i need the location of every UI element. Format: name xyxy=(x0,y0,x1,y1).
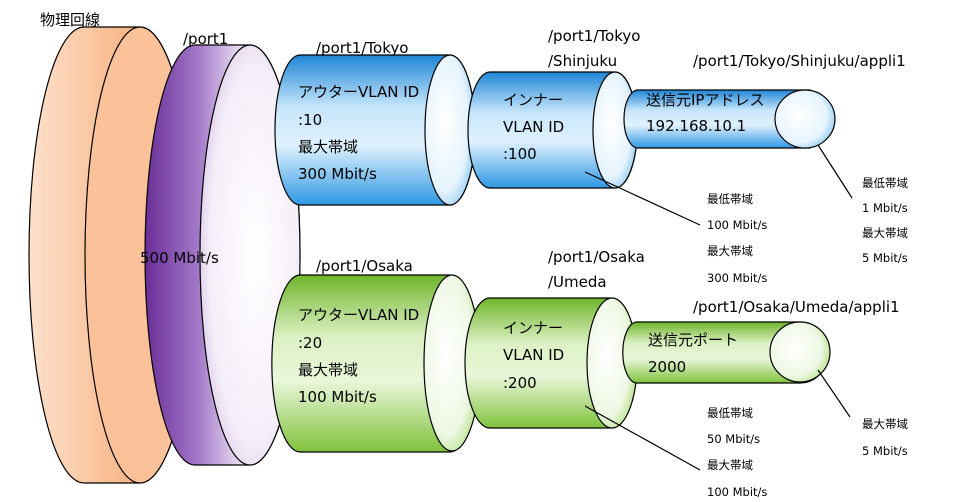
osaka-max-label: 最大帯域 xyxy=(298,361,358,379)
tokyo-outer-cylinder xyxy=(274,54,476,206)
tokyo-outer-vlan-value: :10 xyxy=(298,111,322,129)
osaka-appli-cylinder xyxy=(622,321,831,384)
umeda-note-max-value: 100 Mbit/s xyxy=(707,485,767,499)
osaka-appli-criterion: 送信元ポート xyxy=(648,331,738,349)
osaka-appli-note-max-label: 最大帯域 xyxy=(862,417,908,431)
umeda-inner-vlan-value: :200 xyxy=(503,374,537,392)
tokyo-appli-path: /port1/Tokyo/Shinjuku/appli1 xyxy=(693,52,906,70)
tokyo-max-value: 300 Mbit/s xyxy=(298,165,377,183)
shinjuku-path-line2: /Shinjuku xyxy=(548,52,617,70)
umeda-leader-line xyxy=(584,405,701,471)
physical-line-label: 物理回線 xyxy=(40,11,100,29)
umeda-note-min-label: 最低帯域 xyxy=(707,406,753,420)
osaka-appli-value: 2000 xyxy=(648,358,686,376)
umeda-inner-label: インナー xyxy=(503,319,563,337)
osaka-appli-leader-line xyxy=(817,369,851,418)
shinjuku-inner-vlan-value: :100 xyxy=(503,145,537,163)
osaka-outer-cylinder xyxy=(271,274,481,453)
tokyo-appli-note-min-label: 最低帯域 xyxy=(862,176,908,190)
osaka-outer-vlan-label: アウターVLAN ID xyxy=(298,306,419,324)
osaka-max-value: 100 Mbit/s xyxy=(298,388,377,406)
tokyo-path-label: /port1/Tokyo xyxy=(316,39,408,57)
shinjuku-inner-vlan-label: VLAN ID xyxy=(503,118,564,136)
tokyo-appli-note-min-value: 1 Mbit/s xyxy=(862,201,908,215)
osaka-appli-note-max-value: 5 Mbit/s xyxy=(862,444,908,458)
umeda-note-min-value: 50 Mbit/s xyxy=(707,432,760,446)
port1-path-label: /port1 xyxy=(183,30,228,48)
shinjuku-note-min-value: 100 Mbit/s xyxy=(707,218,767,232)
osaka-path-label: /port1/Osaka xyxy=(316,257,413,275)
tokyo-appli-note-max-value: 5 Mbit/s xyxy=(862,251,908,265)
tokyo-appli-note-max-label: 最大帯域 xyxy=(862,226,908,240)
tokyo-max-label: 最大帯域 xyxy=(298,138,358,156)
osaka-appli-path: /port1/Osaka/Umeda/appli1 xyxy=(693,298,900,316)
leader-lines xyxy=(584,144,853,471)
umeda-path-line2: /Umeda xyxy=(548,273,607,291)
tokyo-appli-cylinder xyxy=(623,89,836,149)
shinjuku-note-max-value: 300 Mbit/s xyxy=(707,271,767,285)
umeda-inner-vlan-label: VLAN ID xyxy=(503,346,564,364)
osaka-outer-vlan-value: :20 xyxy=(298,334,322,352)
shinjuku-note-min-label: 最低帯域 xyxy=(707,192,753,206)
port1-bandwidth: 500 Mbit/s xyxy=(140,249,219,267)
tokyo-appli-leader-line xyxy=(817,144,853,199)
tokyo-outer-vlan-label: アウターVLAN ID xyxy=(298,83,419,101)
umeda-note-max-label: 最大帯域 xyxy=(707,458,753,472)
tokyo-appli-value: 192.168.10.1 xyxy=(646,117,746,135)
umeda-path-line1: /port1/Osaka xyxy=(548,248,645,266)
shinjuku-leader-line xyxy=(584,171,701,226)
shinjuku-inner-label: インナー xyxy=(503,91,563,109)
shinjuku-note-max-label: 最大帯域 xyxy=(707,244,753,258)
tokyo-appli-criterion: 送信元IPアドレス xyxy=(646,91,764,109)
shinjuku-path-line1: /port1/Tokyo xyxy=(548,27,640,45)
